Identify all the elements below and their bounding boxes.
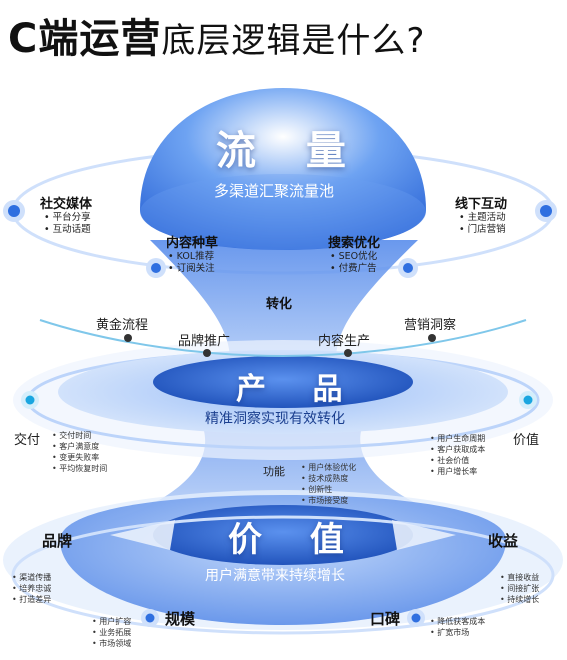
value-side-heading: 价值	[513, 433, 540, 448]
product-core	[153, 356, 413, 408]
node-mid-right	[519, 391, 537, 409]
value-title: 价 值	[228, 520, 362, 560]
node-mid-left	[21, 391, 39, 409]
dot-content-prod	[344, 349, 352, 357]
value-subtitle: 用户满意带来持续增长	[205, 568, 345, 584]
dome	[140, 88, 426, 250]
value-side-item: 用户生命周期	[430, 433, 485, 444]
offline-heading: 线下互动	[455, 197, 508, 212]
reputation-item: 扩宽市场	[430, 627, 485, 638]
node-scale	[141, 609, 159, 627]
value-side-item: 用户增长率	[430, 466, 485, 477]
social-media-group: 社交媒体 平台分享 互动话题	[40, 193, 92, 236]
search-group: 搜索优化 SEO优化 付费广告	[328, 232, 380, 275]
product-subtitle: 精准洞察实现有效转化	[205, 411, 345, 427]
node-search	[398, 258, 418, 278]
search-item: 付费广告	[330, 263, 380, 275]
value-side-list: 用户生命周期 客户获取成本 社会价值 用户增长率	[430, 433, 485, 477]
delivery-item: 平均恢复时间	[52, 463, 107, 474]
reputation-list: 降低获客成本 扩宽市场	[430, 616, 485, 638]
income-item: 直接收益	[500, 572, 539, 583]
income-heading: 收益	[488, 532, 519, 550]
brand-list: 渠道传播 培养忠诚 打造差异	[12, 572, 51, 605]
flow-title: 流 量	[216, 128, 364, 174]
dot-insight	[428, 334, 436, 342]
function-item: 创新性	[301, 484, 356, 495]
flow-subtitle: 多渠道汇聚流量池	[214, 182, 335, 200]
node-content	[146, 258, 166, 278]
income-list: 直接收益 间接扩张 持续增长	[500, 572, 539, 605]
brand-heading: 品牌	[42, 532, 73, 550]
dot-brand-promo	[203, 349, 211, 357]
function-item: 技术成熟度	[301, 473, 356, 484]
function-item: 市场接受度	[301, 495, 356, 506]
scale-item: 市场领域	[92, 638, 131, 649]
node-reputation	[407, 609, 425, 627]
arrow-left	[110, 520, 175, 550]
content-item: KOL推荐	[168, 251, 218, 263]
content-production-label: 内容生产	[318, 334, 371, 349]
gold-process-label: 黄金流程	[96, 318, 149, 333]
brand-item: 培养忠诚	[12, 583, 51, 594]
function-item: 用户体验优化	[301, 462, 356, 473]
content-group: 内容种草 KOL推荐 订阅关注	[166, 232, 218, 275]
offline-item: 门店营销	[459, 224, 507, 236]
search-item: SEO优化	[330, 251, 380, 263]
function-heading: 功能	[263, 465, 285, 478]
brand-promo-label: 品牌推广	[178, 334, 231, 349]
social-item: 平台分享	[44, 212, 92, 224]
product-title: 产 品	[236, 372, 361, 407]
delivery-list: 交付时间 客户满意度 变更失败率 平均恢复时间	[52, 430, 107, 474]
node-right-top	[535, 200, 557, 222]
scale-list: 用户扩容 业务拓展 市场领域	[92, 616, 131, 649]
brand-item: 打造差异	[12, 594, 51, 605]
social-item: 互动话题	[44, 224, 92, 236]
delivery-item: 交付时间	[52, 430, 107, 441]
content-item: 订阅关注	[168, 263, 218, 275]
delivery-heading: 交付	[14, 433, 41, 448]
title-rest: 底层逻辑是什么?	[161, 21, 426, 61]
node-left-top	[3, 200, 25, 222]
convert-label: 转化	[266, 297, 293, 312]
income-item: 间接扩张	[500, 583, 539, 594]
title-bold: C端运营	[8, 16, 162, 62]
dot-gold	[124, 334, 132, 342]
transition-ring	[39, 319, 527, 358]
arrow-right	[392, 520, 456, 550]
scale-item: 用户扩容	[92, 616, 131, 627]
brand-item: 渠道传播	[12, 572, 51, 583]
function-list: 用户体验优化 技术成熟度 创新性 市场接受度	[301, 462, 356, 506]
search-heading: 搜索优化	[328, 236, 381, 251]
scale-heading: 规模	[165, 610, 196, 628]
offline-item: 主题活动	[459, 212, 507, 224]
reputation-heading: 口碑	[370, 610, 401, 628]
scale-item: 业务拓展	[92, 627, 131, 638]
delivery-item: 客户满意度	[52, 441, 107, 452]
content-heading: 内容种草	[166, 236, 219, 251]
delivery-item: 变更失败率	[52, 452, 107, 463]
page-title: C端运营底层逻辑是什么?	[8, 6, 425, 64]
reputation-item: 降低获客成本	[430, 616, 485, 627]
social-media-heading: 社交媒体	[40, 197, 93, 212]
value-side-item: 社会价值	[430, 455, 485, 466]
income-item: 持续增长	[500, 594, 539, 605]
marketing-insight-label: 营销洞察	[404, 318, 457, 333]
value-side-item: 客户获取成本	[430, 444, 485, 455]
offline-group: 线下互动 主题活动 门店营销	[455, 193, 507, 236]
